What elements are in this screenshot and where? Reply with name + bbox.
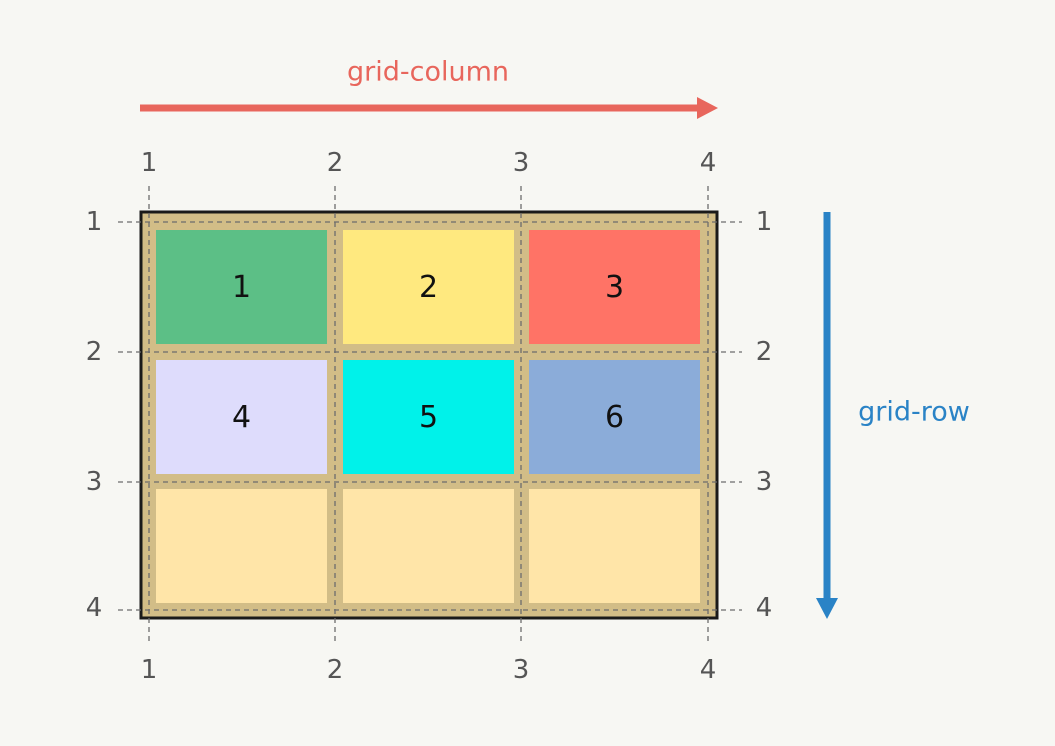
grid-item <box>343 360 514 474</box>
grid-item <box>529 489 700 603</box>
grid-row-arrow <box>816 212 838 619</box>
grid-item-label: 5 <box>418 399 439 435</box>
column-line-number-bottom: 3 <box>512 655 530 685</box>
grid-items <box>156 230 700 603</box>
column-line-number-top: 2 <box>326 148 344 178</box>
row-line-number-right: 3 <box>755 467 773 497</box>
grid-item-label <box>156 489 327 603</box>
grid-item-label: 1 <box>231 269 252 305</box>
grid-item <box>156 489 327 603</box>
row-line-number-left: 1 <box>85 207 103 237</box>
row-line-number-right: 1 <box>755 207 773 237</box>
row-line-number-left: 3 <box>85 467 103 497</box>
grid-item-label <box>343 489 514 603</box>
row-line-number-right: 4 <box>755 593 773 623</box>
grid-item <box>343 230 514 344</box>
grid-row-label: grid-row <box>858 396 970 428</box>
grid-item-label: 4 <box>231 399 252 435</box>
grid-column-arrow <box>140 97 718 119</box>
column-line-number-bottom: 1 <box>140 655 158 685</box>
column-line-number-top: 4 <box>699 148 717 178</box>
grid-lines <box>118 186 742 645</box>
grid-item-label: 6 <box>604 399 625 435</box>
grid-item <box>156 230 327 344</box>
grid-item <box>156 360 327 474</box>
column-line-number-bottom: 4 <box>699 655 717 685</box>
column-line-number-top: 3 <box>512 148 530 178</box>
column-line-number-bottom: 2 <box>326 655 344 685</box>
grid-item-label: 2 <box>418 269 439 305</box>
grid-item-label <box>529 489 700 603</box>
row-line-number-left: 2 <box>85 337 103 367</box>
row-line-number-right: 2 <box>755 337 773 367</box>
grid-column-label: grid-column <box>346 56 510 88</box>
grid-item-label: 3 <box>604 269 625 305</box>
column-line-number-top: 1 <box>140 148 158 178</box>
grid-item <box>529 360 700 474</box>
grid-item <box>343 489 514 603</box>
grid-item <box>529 230 700 344</box>
row-line-number-left: 4 <box>85 593 103 623</box>
